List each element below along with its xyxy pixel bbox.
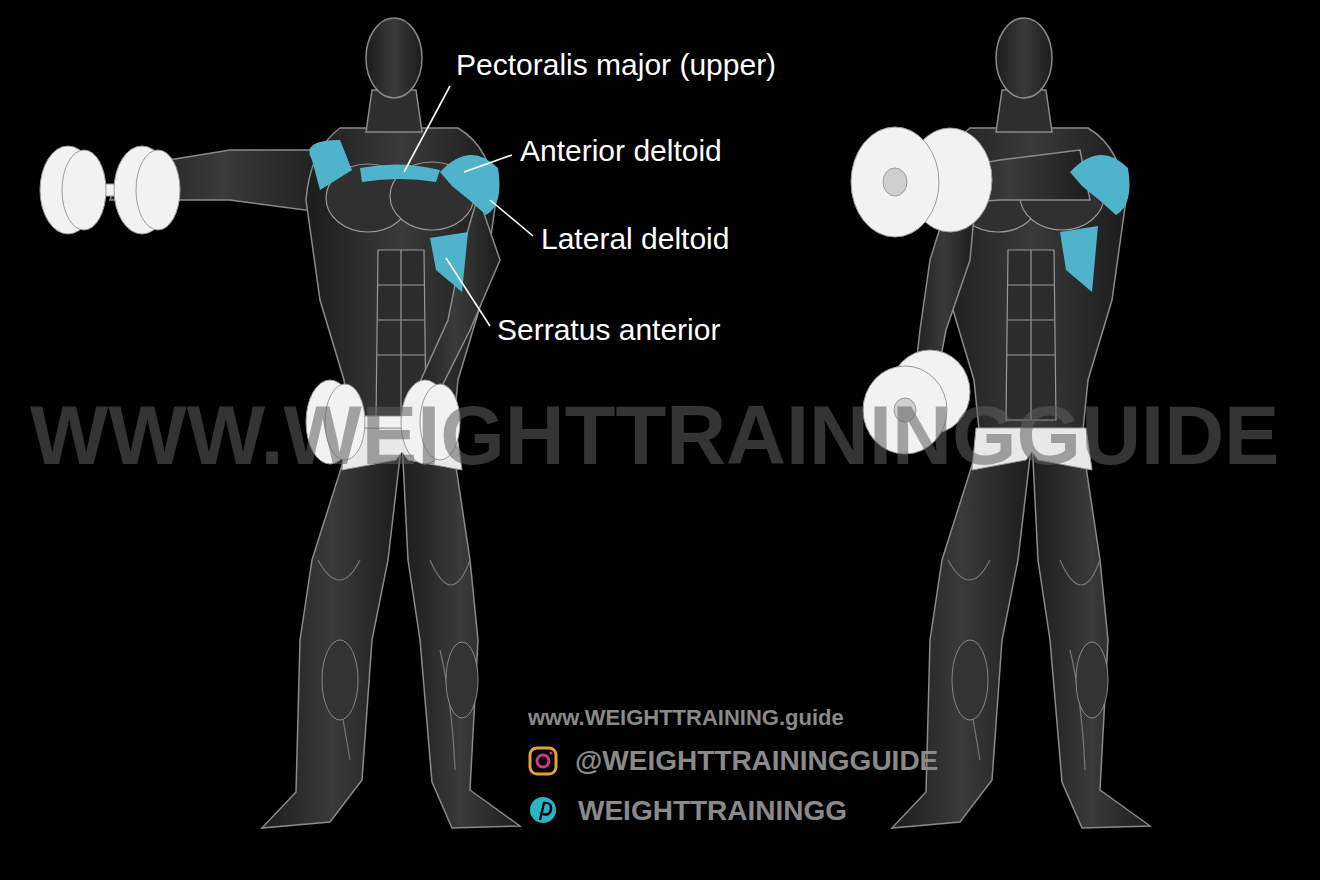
figure-path xyxy=(410,196,500,410)
figure-line xyxy=(464,155,512,172)
muscle-label: Pectoralis major (upper) xyxy=(456,48,776,83)
figure-circle xyxy=(549,751,552,754)
figure-line xyxy=(446,258,490,326)
watermark: WWW.WEIGHTTRAININGGUIDE xyxy=(30,388,1279,483)
figure-path xyxy=(1060,226,1098,292)
figure-ellipse xyxy=(136,150,180,230)
figure-path xyxy=(1070,155,1130,215)
figure-line xyxy=(490,200,533,236)
instagram-handle: @WEIGHTTRAININGGUIDE xyxy=(575,745,938,777)
figure-path xyxy=(309,140,352,190)
muscle-label: Serratus anterior xyxy=(497,313,720,348)
figure-ellipse xyxy=(62,150,106,230)
figure-path xyxy=(360,164,440,182)
figure-circle xyxy=(537,755,549,767)
figure-path xyxy=(440,155,500,215)
figure-ellipse xyxy=(883,168,907,196)
pinterest-handle: WEIGHTTRAININGG xyxy=(578,795,847,827)
leader-lines xyxy=(404,86,533,326)
figure-circle xyxy=(530,797,556,823)
figure-line xyxy=(404,86,450,172)
website-url: www.WEIGHTTRAINING.guide xyxy=(528,705,844,730)
figure-ellipse xyxy=(851,127,939,237)
pinterest-icon xyxy=(530,797,556,823)
instagram-icon xyxy=(530,748,556,774)
figure-path xyxy=(540,803,551,820)
muscle-label: Anterior deltoid xyxy=(520,134,722,169)
muscle-label: Lateral deltoid xyxy=(541,222,729,257)
figure-rect xyxy=(530,748,556,774)
